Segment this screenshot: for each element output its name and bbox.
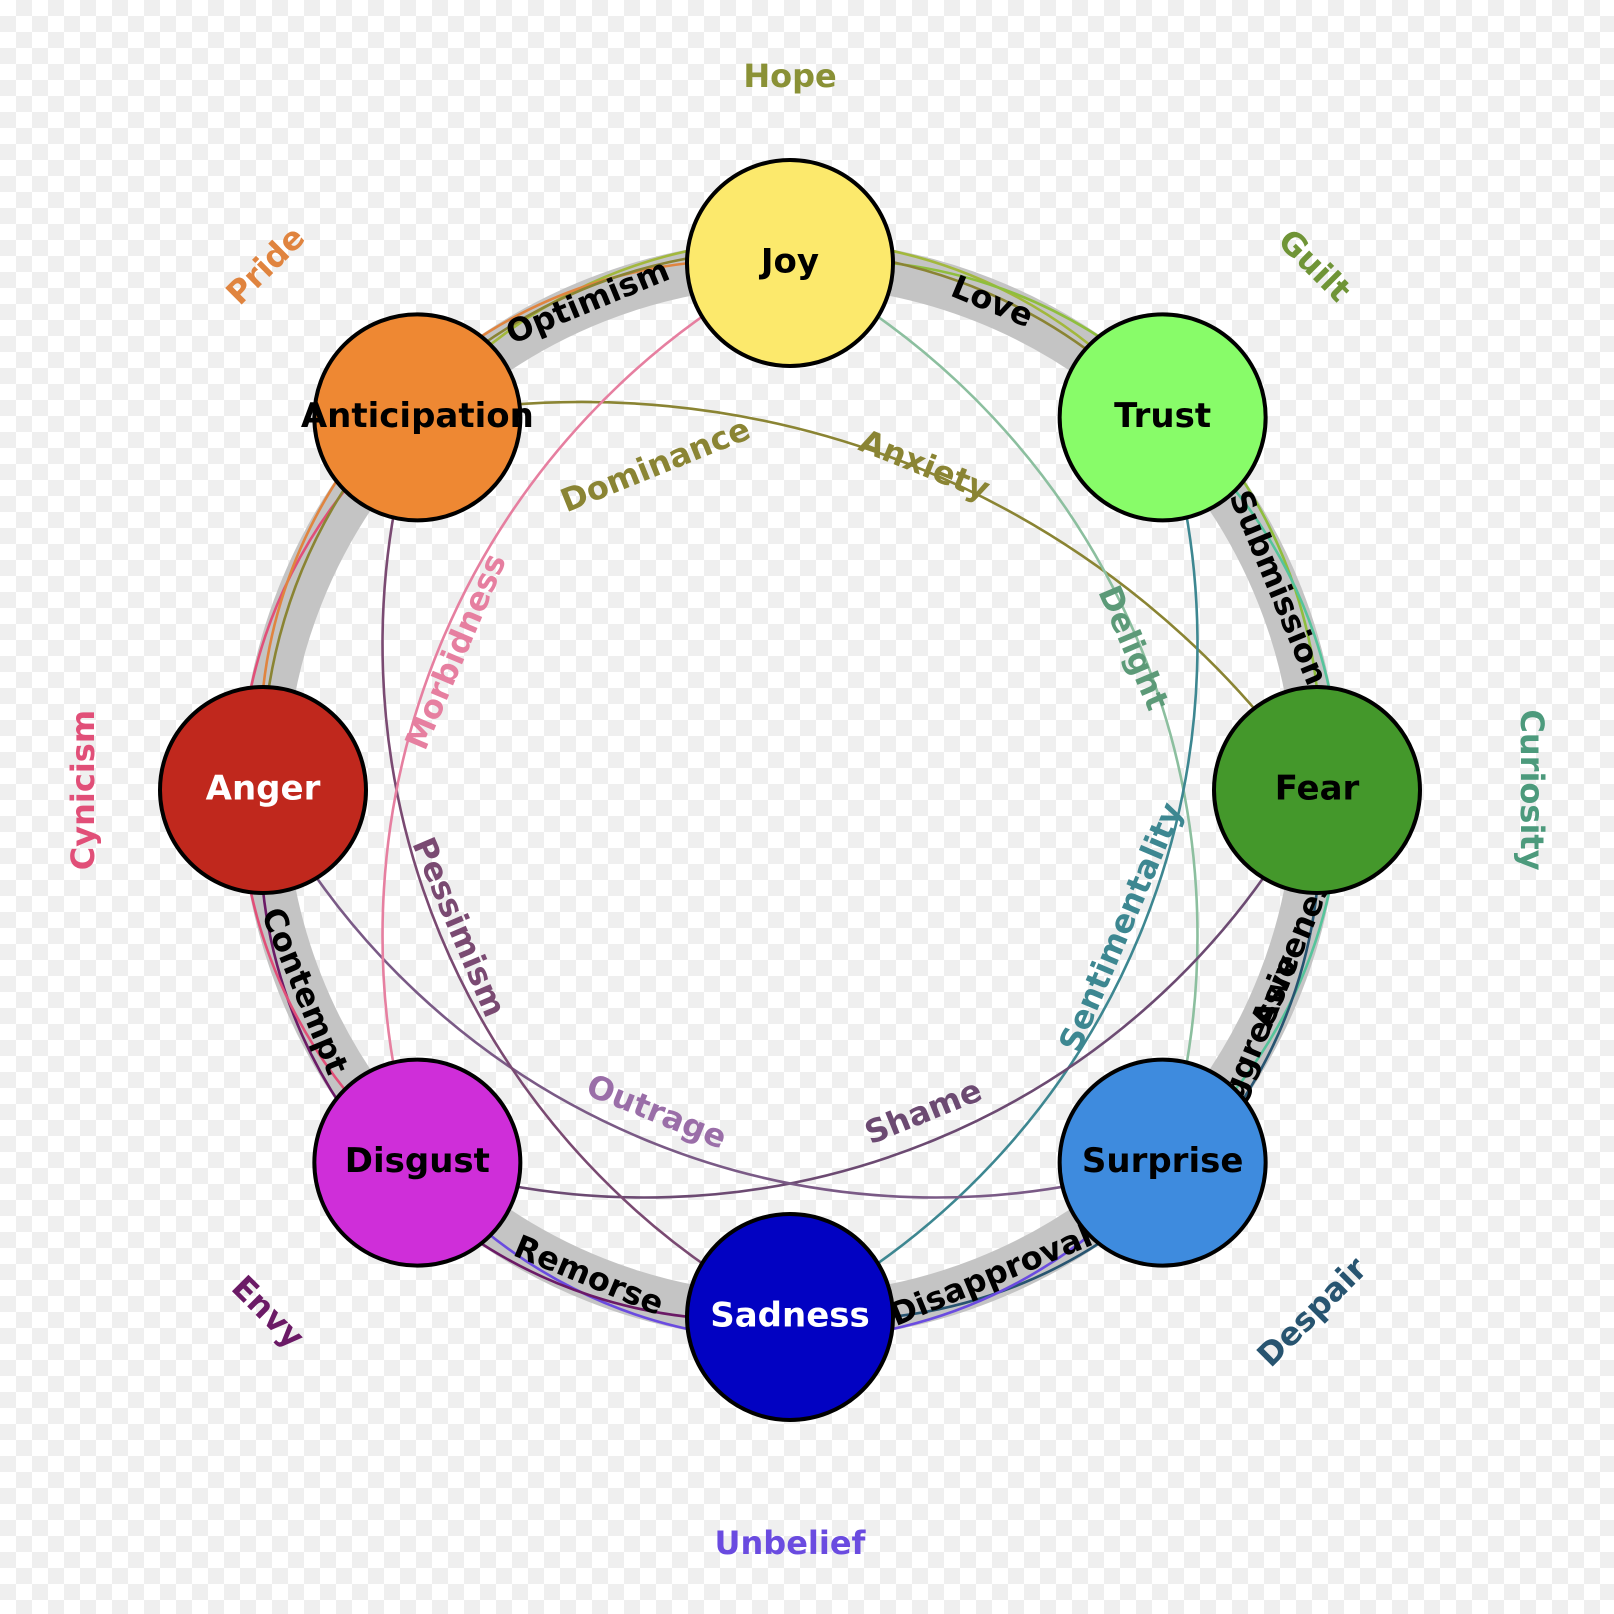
dyad-arcs	[238, 238, 1342, 1342]
dyad-label-shame: Shame	[859, 1071, 987, 1152]
emotion-node-sadness: Sadness	[685, 1212, 895, 1422]
dyad-label-pride: Pride	[218, 218, 312, 312]
dyad-label-guilt: Guilt	[1271, 221, 1359, 309]
emotion-node-fear: Fear	[1212, 685, 1422, 895]
dyad-label-morbidness: Morbidness	[397, 548, 514, 755]
emotion-node-anger: Anger	[158, 685, 368, 895]
arc-dominance	[261, 248, 1164, 791]
arc-delight	[789, 261, 1199, 1164]
emotion-node-joy: Joy	[685, 158, 895, 368]
emotion-circle	[685, 158, 895, 368]
emotion-node-disgust: Disgust	[312, 1057, 523, 1268]
emotion-node-trust: Trust	[1057, 312, 1268, 523]
emotion-label: Surprise	[1082, 1141, 1244, 1181]
arc-outrage	[261, 789, 1164, 1199]
arc-sentimentality	[789, 416, 1199, 1319]
emotion-label: Trust	[1114, 396, 1211, 436]
dyad-label-delight: Delight	[1091, 580, 1177, 716]
dyad-label-pessimism: Pessimism	[404, 832, 514, 1023]
emotion-circle	[685, 1212, 895, 1422]
emotion-label: Disgust	[345, 1141, 490, 1181]
emotion-label: Joy	[759, 242, 819, 282]
arc-shame	[416, 789, 1319, 1199]
emotion-circle	[1057, 1057, 1268, 1268]
dyad-label-sentimentality: Sentimentality	[1051, 797, 1190, 1057]
dyad-label-despair: Despair	[1249, 1249, 1374, 1374]
dyad-label-unbelief: Unbelief	[715, 1524, 867, 1562]
arc-anxiety	[417, 400, 1319, 791]
emotion-label: Anticipation	[301, 396, 534, 436]
dyad-label-cynicism: Cynicism	[64, 710, 102, 870]
emotion-node-surprise: Surprise	[1057, 1057, 1268, 1268]
emotion-label: Anger	[206, 769, 321, 809]
emotion-circle	[158, 685, 368, 895]
dyad-label-envy: Envy	[224, 1268, 312, 1356]
dyad-label-dominance: Dominance	[555, 410, 755, 520]
dyad-label-hope: Hope	[743, 57, 836, 95]
arc-morbidness	[381, 261, 791, 1164]
arc-pessimism	[381, 416, 791, 1319]
emotion-circle	[1212, 685, 1422, 895]
emotion-label: Sadness	[710, 1296, 870, 1336]
emotion-circle	[312, 312, 523, 523]
emotion-node-anticipation: Anticipation	[301, 312, 534, 523]
emotion-circle	[1057, 312, 1268, 523]
dyad-label-anxiety: Anxiety	[854, 422, 995, 509]
emotion-label: Fear	[1275, 769, 1360, 809]
emotion-circle	[312, 1057, 523, 1268]
dyad-label-curiosity: Curiosity	[1513, 709, 1551, 870]
